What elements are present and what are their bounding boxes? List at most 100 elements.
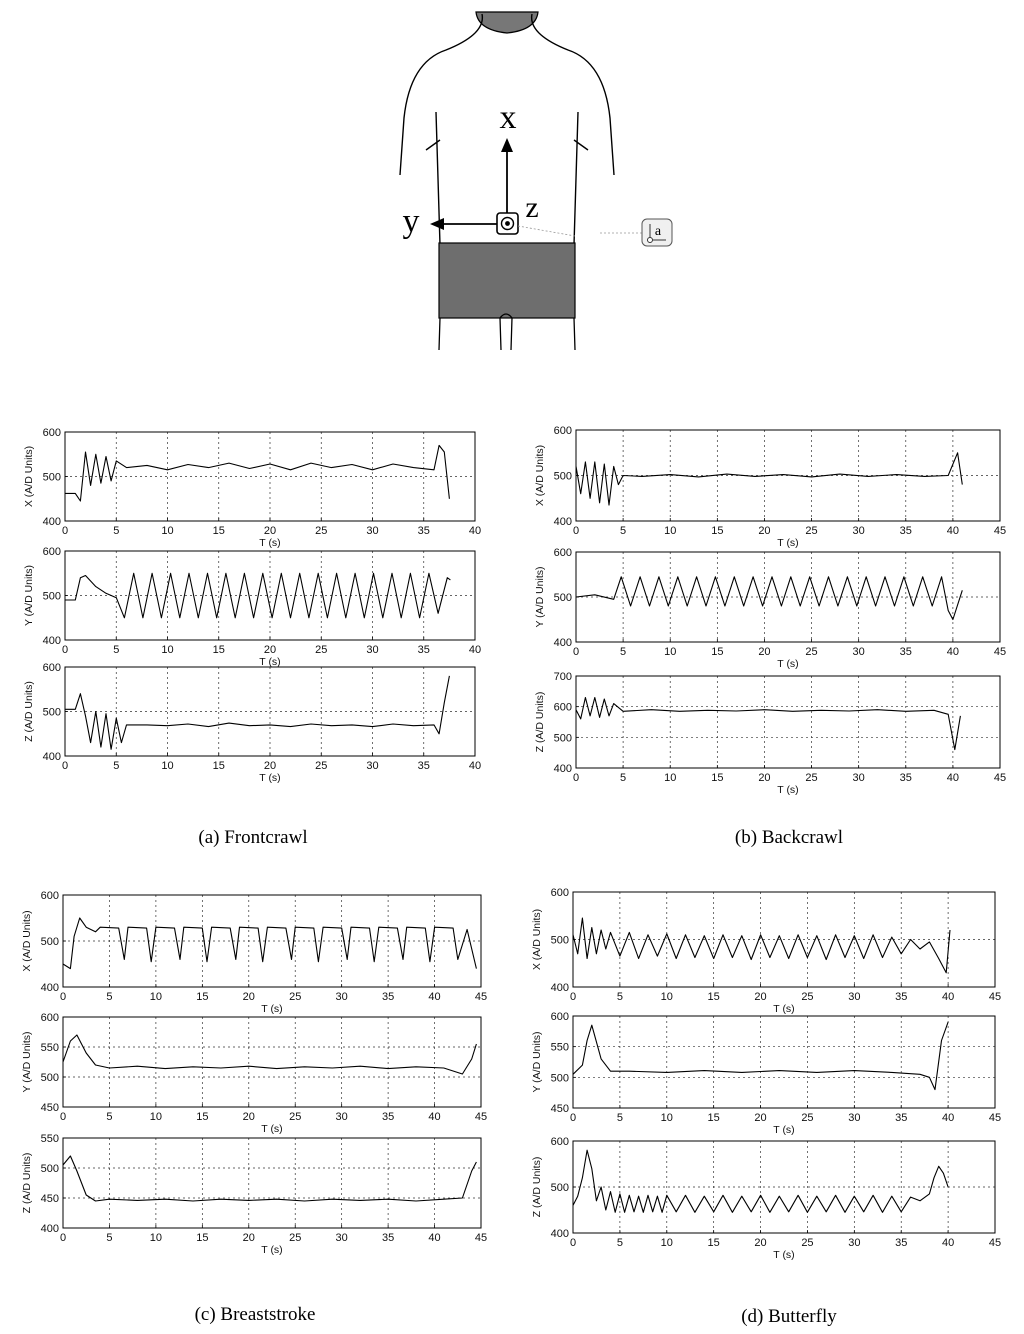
- x-tick-label: 20: [758, 646, 770, 658]
- accelerometer-icon-pivot: [647, 237, 653, 243]
- x-axis-label: T (s): [773, 1124, 794, 1136]
- x-tick-label: 15: [708, 1112, 720, 1124]
- y-tick-label: 500: [43, 591, 61, 603]
- y-tick-label: 400: [554, 763, 572, 775]
- y-axis-letter: y: [403, 203, 420, 240]
- y-axis-label: X (A/D Units): [531, 909, 543, 970]
- x-tick-label: 30: [848, 991, 860, 1003]
- x-tick-label: 5: [106, 1232, 112, 1244]
- y-tick-label: 500: [41, 1072, 59, 1084]
- y-tick-label: 600: [551, 1136, 569, 1148]
- x-tick-label: 5: [617, 991, 623, 1003]
- x-tick-label: 20: [754, 1237, 766, 1249]
- x-tick-label: 30: [853, 646, 865, 658]
- y-axis-label: Z (A/D Units): [21, 1153, 33, 1214]
- y-tick-label: 500: [43, 707, 61, 719]
- x-tick-label: 10: [150, 1232, 162, 1244]
- sensor-ring: [500, 216, 515, 231]
- x-tick-label: 45: [994, 525, 1006, 537]
- y-tick-label: 400: [43, 635, 61, 647]
- y-tick-label: 400: [41, 982, 59, 994]
- series-line: [572, 917, 951, 974]
- x-tick-label: 25: [801, 1237, 813, 1249]
- y-tick-label: 600: [41, 890, 59, 902]
- x-tick-label: 0: [573, 525, 579, 537]
- x-tick-label: 35: [900, 525, 912, 537]
- x-tick-label: 35: [900, 646, 912, 658]
- x-tick-label: 15: [213, 644, 225, 656]
- x-tick-label: 10: [161, 525, 173, 537]
- x-tick-label: 20: [243, 1232, 255, 1244]
- x-tick-label: 20: [754, 1112, 766, 1124]
- x-tick-label: 0: [62, 644, 68, 656]
- x-tick-label: 20: [758, 525, 770, 537]
- y-tick-label: 450: [41, 1102, 59, 1114]
- caption-backcrawl: (b) Backcrawl: [735, 827, 843, 848]
- y-tick-label: 400: [554, 516, 572, 528]
- x-tick-label: 30: [366, 644, 378, 656]
- head-shape: [475, 11, 539, 34]
- x-tick-label: 15: [711, 772, 723, 784]
- x-tick-label: 10: [161, 760, 173, 772]
- y-axis-label: Y (A/D Units): [23, 565, 35, 626]
- series-line: [575, 696, 961, 751]
- plot-frame: [62, 1137, 482, 1229]
- x-tick-label: 0: [60, 991, 66, 1003]
- x-tick-label: 40: [947, 772, 959, 784]
- y-tick-label: 500: [551, 1182, 569, 1194]
- x-axis-label: T (s): [777, 784, 798, 796]
- series-line: [575, 576, 963, 621]
- x-tick-label: 15: [213, 760, 225, 772]
- x-tick-label: 45: [475, 991, 487, 1003]
- y-axis-label: Y (A/D Units): [534, 566, 546, 627]
- y-tick-label: 600: [551, 1011, 569, 1023]
- torso-outline: [399, 13, 615, 246]
- y-tick-label: 600: [554, 547, 572, 559]
- series-line: [575, 452, 963, 506]
- x-tick-label: 0: [60, 1232, 66, 1244]
- plot-frame: [62, 1016, 482, 1108]
- x-tick-label: 0: [570, 991, 576, 1003]
- x-tick-label: 20: [243, 991, 255, 1003]
- x-axis-letter: x: [500, 99, 517, 136]
- plot-background: [63, 1138, 481, 1228]
- series-line: [65, 444, 450, 502]
- x-tick-label: 40: [947, 525, 959, 537]
- x-tick-label: 45: [994, 772, 1006, 784]
- x-axis-label: T (s): [261, 1003, 282, 1015]
- x-tick-label: 25: [315, 644, 327, 656]
- x-tick-label: 10: [661, 1112, 673, 1124]
- y-tick-label: 550: [551, 1042, 569, 1054]
- x-tick-label: 15: [711, 525, 723, 537]
- x-axis-label: T (s): [261, 1244, 282, 1256]
- x-tick-label: 40: [428, 1111, 440, 1123]
- x-axis-label: T (s): [259, 772, 280, 784]
- y-tick-label: 400: [43, 751, 61, 763]
- series-line: [62, 917, 477, 970]
- plot-background: [63, 1017, 481, 1107]
- x-tick-label: 15: [196, 1111, 208, 1123]
- y-axis-label: Z (A/D Units): [531, 1157, 543, 1218]
- plot-background: [573, 1016, 995, 1108]
- x-tick-label: 0: [62, 525, 68, 537]
- x-tick-label: 0: [573, 646, 579, 658]
- series-line: [65, 675, 450, 750]
- y-tick-label: 600: [554, 702, 572, 714]
- x-tick-label: 20: [264, 525, 276, 537]
- x-tick-label: 30: [853, 525, 865, 537]
- x-tick-label: 5: [113, 760, 119, 772]
- caption-breaststroke: (c) Breaststroke: [195, 1304, 316, 1325]
- series-line: [62, 1155, 477, 1202]
- x-tick-label: 30: [366, 760, 378, 772]
- y-axis-label: Y (A/D Units): [21, 1031, 33, 1092]
- y-tick-label: 400: [41, 1223, 59, 1235]
- x-tick-label: 35: [382, 1232, 394, 1244]
- x-tick-label: 45: [994, 646, 1006, 658]
- y-tick-label: 500: [41, 936, 59, 948]
- y-tick-label: 600: [43, 662, 61, 674]
